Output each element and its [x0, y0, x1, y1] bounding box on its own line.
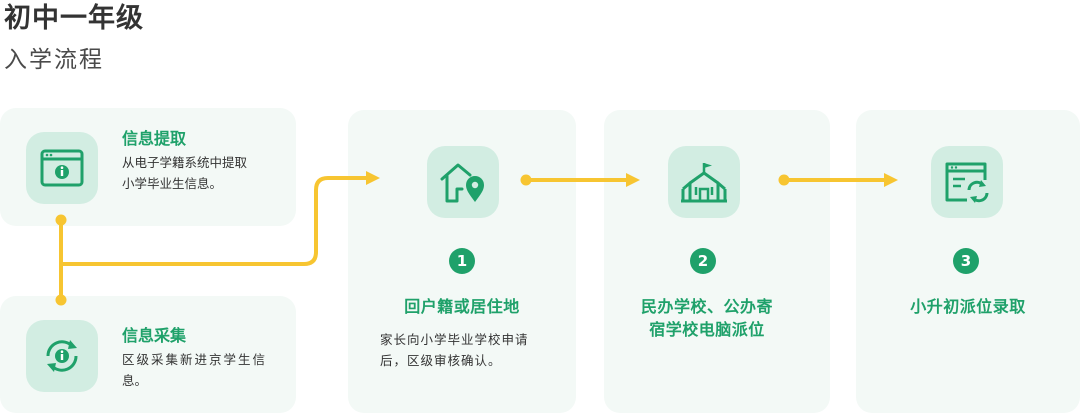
step-badge-3: 3	[953, 248, 979, 274]
info-card-collect-desc-line1: 区级采集新进京学生信	[122, 352, 268, 367]
step-1-title: 回户籍或居住地	[404, 297, 520, 316]
info-card-collect-desc-line2: 息。	[122, 373, 148, 388]
info-card-extract-title: 信息提取	[122, 129, 187, 148]
step-2-title-line2: 宿学校电脑派位	[649, 320, 765, 339]
browser-info-icon	[26, 132, 98, 204]
step-card-2: 2 民办学校、公办寄 宿学校电脑派位	[604, 110, 830, 413]
school-building-icon	[668, 146, 740, 218]
step-3-title: 小升初派位录取	[910, 297, 1026, 316]
home-location-icon	[427, 146, 499, 218]
step-1-desc-line2: 后，区级审核确认。	[380, 353, 502, 368]
info-card-extract-desc-line2: 小学毕业生信息。	[122, 176, 223, 191]
info-card-extract-desc-line1: 从电子学籍系统中提取	[122, 155, 248, 170]
info-card-collect: 信息采集 区级采集新进京学生信 息。	[0, 296, 296, 413]
step-1-desc-line1: 家长向小学毕业学校申请	[380, 332, 529, 347]
page-title: 初中一年级	[4, 3, 144, 34]
step-card-3: 3 小升初派位录取	[856, 110, 1080, 413]
step-badge-1: 1	[449, 248, 475, 274]
page-subtitle: 入学流程	[4, 47, 104, 73]
info-card-extract: 信息提取 从电子学籍系统中提取 小学毕业生信息。	[0, 108, 296, 226]
step-badge-2: 2	[690, 248, 716, 274]
browser-refresh-icon	[931, 146, 1003, 218]
refresh-info-icon	[26, 320, 98, 392]
step-card-1: 1 回户籍或居住地 家长向小学毕业学校申请 后，区级审核确认。	[348, 110, 576, 413]
step-2-title-line1: 民办学校、公办寄	[640, 297, 773, 316]
info-card-collect-title: 信息采集	[122, 326, 187, 345]
